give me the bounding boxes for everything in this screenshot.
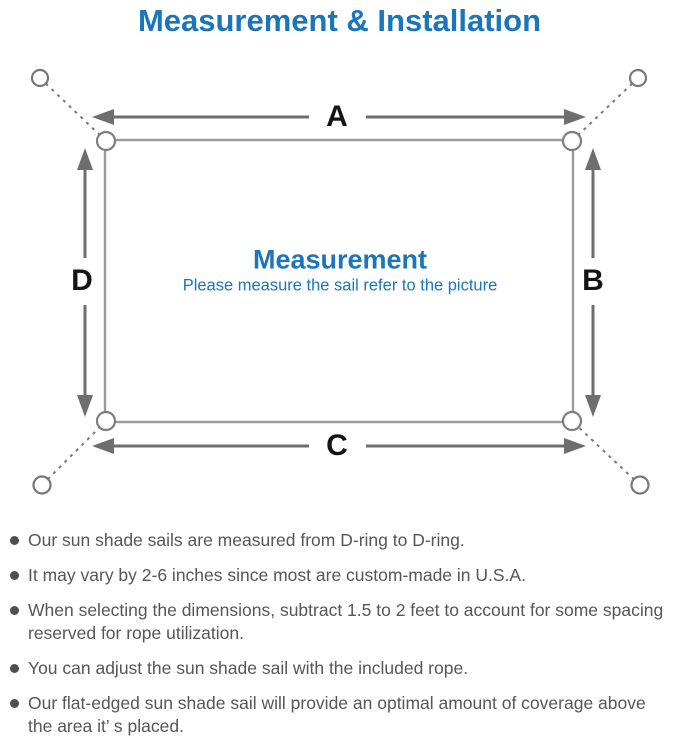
list-item: You can adjust the sun shade sail with t… [10, 657, 671, 680]
sail-measurement-diagram: A B C D Measurement Please measure the s… [0, 53, 679, 515]
bullet-dot-icon [10, 536, 19, 545]
dimension-arrow-bottom [92, 438, 586, 454]
anchor-point-bottom-left-icon [32, 475, 52, 495]
d-ring-bottom-left-icon [95, 410, 117, 432]
diagram-center-subtitle: Please measure the sail refer to the pic… [182, 276, 498, 295]
bullet-dot-icon [10, 664, 19, 673]
rope-line-top-left [39, 77, 106, 141]
anchor-point-top-left-icon [30, 68, 50, 88]
list-item: Our sun shade sails are measured from D-… [10, 529, 671, 552]
bullet-dot-icon [10, 571, 19, 580]
rope-line-bottom-left [41, 421, 106, 486]
note-text: You can adjust the sun shade sail with t… [28, 658, 469, 678]
dimension-label-b: B [582, 264, 604, 297]
dimension-arrow-left [77, 148, 93, 417]
notes-list: Our sun shade sails are measured from D-… [0, 529, 679, 738]
dimension-arrow-right [585, 148, 601, 417]
rope-line-top-right [572, 77, 639, 141]
rope-line-bottom-right [572, 421, 641, 486]
list-item: When selecting the dimensions, subtract … [10, 599, 671, 645]
note-text: Our flat-edged sun shade sail will provi… [28, 693, 646, 736]
list-item: It may vary by 2-6 inches since most are… [10, 564, 671, 587]
sail-rectangle [103, 138, 575, 424]
anchor-point-top-right-icon [628, 68, 648, 88]
note-text: When selecting the dimensions, subtract … [28, 600, 664, 643]
dimension-label-c: C [326, 429, 348, 462]
d-ring-top-left-icon [95, 130, 117, 152]
bullet-dot-icon [10, 606, 19, 615]
note-text: It may vary by 2-6 inches since most are… [28, 565, 526, 585]
dimension-label-a: A [326, 100, 348, 133]
diagram-center-title: Measurement [252, 244, 428, 275]
dimension-label-d: D [71, 264, 93, 297]
diagram-canvas [30, 68, 650, 495]
d-ring-bottom-right-icon [561, 410, 583, 432]
bullet-dot-icon [10, 699, 19, 708]
note-text: Our sun shade sails are measured from D-… [28, 530, 465, 550]
dimension-arrow-top [92, 109, 586, 125]
list-item: Our flat-edged sun shade sail will provi… [10, 692, 671, 738]
d-ring-top-right-icon [561, 130, 583, 152]
anchor-point-bottom-right-icon [630, 475, 650, 495]
page-title: Measurement & Installation [137, 3, 542, 38]
